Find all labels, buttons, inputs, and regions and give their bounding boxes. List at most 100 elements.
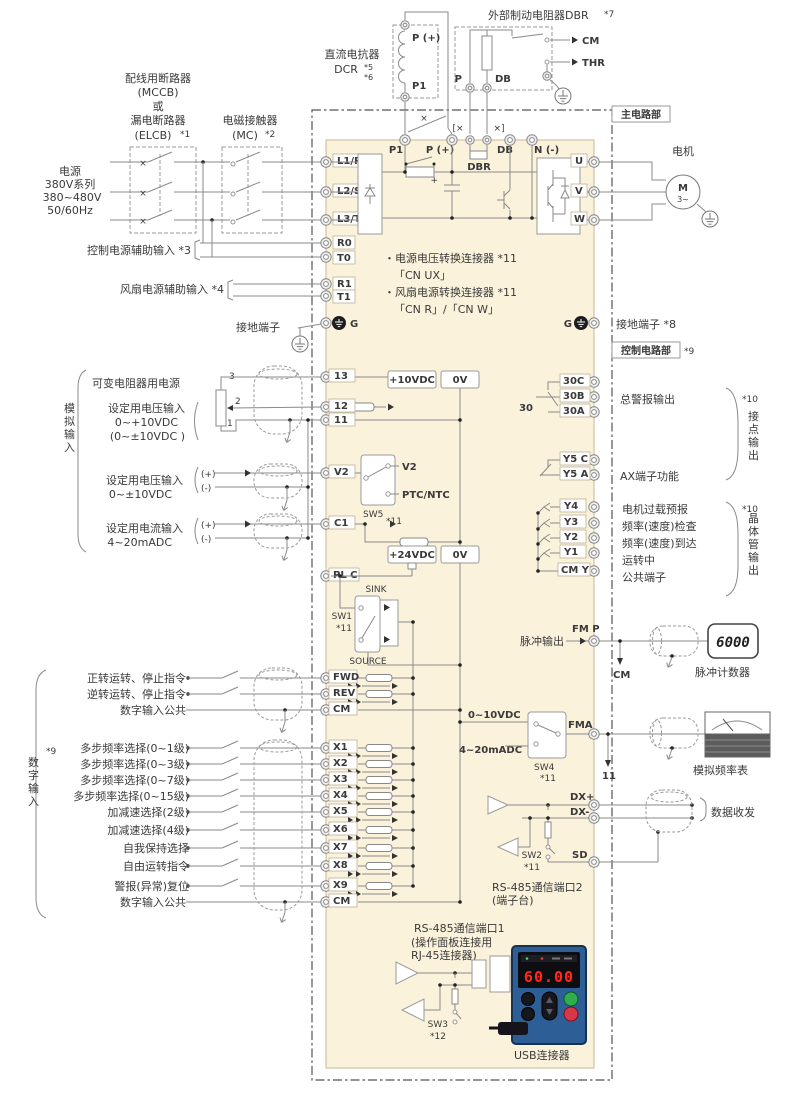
sink-source-wires: [331, 569, 460, 886]
terminal-x6: X6: [333, 824, 348, 835]
digital-section-label: 数字输入: [28, 756, 39, 808]
dbr-db-label: DB: [495, 74, 511, 85]
power-line1: 电源: [59, 164, 81, 178]
terminal-u: U: [575, 156, 583, 167]
label-x7: 自我保持选择: [123, 841, 189, 855]
terminal-g-left: G: [350, 319, 358, 330]
relay30-label: 30: [519, 403, 533, 414]
label-cm: 数字输入公共: [120, 703, 186, 717]
dcr-box: [392, 24, 439, 99]
jumper-cross: ×: [420, 114, 428, 124]
rs485-port2-block: SW2 *11 DX+ DX- SD RS-485通信端口2 (端子台) 数据收…: [487, 789, 755, 907]
contact-output-bracket: [725, 387, 739, 481]
fn1-label: 电机过载预报: [622, 502, 688, 516]
shield-cable: [253, 739, 303, 911]
rs485-1-title: RS-485通信端口1: [414, 922, 505, 935]
rs485-1-sub2: RJ-45连接器): [411, 949, 477, 962]
updown-rocker: [541, 991, 558, 1021]
terminal-r0: R0: [337, 238, 352, 249]
pulse-counter-label: 脉冲计数器: [695, 665, 750, 679]
rj45-jack-icon: [471, 959, 487, 989]
shield-cable: [649, 717, 699, 749]
usb-connector-label: USB连接器: [514, 1049, 570, 1062]
breaker-line5: (ELCB): [135, 129, 172, 142]
cm-wires: [186, 709, 460, 903]
c1-wires: [215, 523, 321, 539]
ground-left-wire: [297, 323, 322, 336]
data-bracket: [699, 797, 707, 822]
terminal-30b: 30B: [563, 391, 585, 402]
terminal-12: 12: [334, 401, 348, 412]
pulse-counter-display: [707, 623, 759, 659]
terminal-screw-icon: [400, 20, 410, 30]
main-unit-border: [311, 109, 613, 1081]
igbt-symbol: [547, 170, 569, 222]
relay30-contact: [536, 381, 560, 413]
terminal-cm: CM: [333, 704, 350, 715]
analog-meter: [704, 711, 771, 758]
brake-transistor: [497, 189, 511, 210]
breaker-box: [129, 146, 197, 234]
label-x8: 自由运转指令: [123, 859, 189, 873]
transistor-output-bracket: [725, 501, 739, 597]
supply-0v-1: 0V: [453, 375, 468, 386]
connector-note2: ・风扇电源转换连接器 *11: [384, 285, 517, 299]
termination-resistor: [451, 988, 459, 1005]
fma-output-block: 0~10VDC 4~20mADC SW4 *11 FMA 11 模拟频率表: [458, 710, 771, 784]
sw1-switch: [354, 595, 381, 653]
label-x6: 加减速选择(4级): [107, 823, 189, 837]
terminal-cmy: CM Y: [561, 565, 590, 576]
terminal-g-right: G: [564, 319, 572, 330]
shield-cable: [645, 789, 693, 833]
sw5-name: SW5: [363, 510, 383, 520]
contactor-line1: 电磁接触器: [223, 113, 278, 127]
braking-resistor-block: 外部制动电阻器DBR *7 CM THR P DB [× ×]: [452, 8, 614, 134]
aux-brackets: [194, 239, 234, 301]
dbr-mark-right: ×]: [493, 124, 504, 134]
dcr-note1: *5: [364, 63, 373, 72]
fn2-label: 频率(速度)检查: [622, 519, 697, 533]
ax-function-label: AX端子功能: [620, 469, 679, 483]
pot-power-label: 可变电阻器用电源: [92, 376, 180, 390]
main-circuit: P1 P (+) DB N (-) DBR L1/R L2/S L3/T R0 …: [320, 134, 719, 331]
breaker-note: *1: [180, 130, 190, 140]
curr-minus: (-): [201, 535, 211, 545]
terminal-x5: X5: [333, 806, 348, 817]
usb-plug-icon: [498, 1022, 528, 1035]
termination-resistor: [544, 821, 552, 839]
alarm-output-label: 总警报输出: [620, 392, 675, 406]
rs485-1-sub1: (操作面板连接用: [411, 935, 492, 949]
volt1-l2: 0~+10VDC: [115, 416, 178, 429]
terminal-30a: 30A: [563, 406, 585, 417]
ground-icon: [554, 87, 572, 105]
volt2-plus: (+): [201, 470, 216, 480]
terminal-y3: Y3: [563, 517, 578, 528]
volt2-minus: (-): [201, 484, 211, 494]
sw1-note: *11: [336, 624, 352, 634]
rs485-2-sub: (端子台): [492, 893, 534, 907]
terminal-x3: X3: [333, 774, 348, 785]
meter-label: 模拟频率表: [693, 763, 748, 777]
fn4-label: 运转中: [622, 553, 655, 567]
cm-arrow-icon: [572, 36, 578, 44]
func-button: [521, 1007, 535, 1021]
motor-label: 电机: [672, 144, 694, 158]
dbr-wires: [469, 29, 570, 90]
connector-note2b: 「CN R」/「CN W」: [394, 303, 499, 316]
sw1-source: SOURCE: [349, 657, 386, 667]
label-x4: 多步频率选择(0~15级): [73, 789, 189, 803]
sw4-range1: 0~10VDC: [468, 710, 521, 721]
keypad: 60.00: [489, 945, 587, 1045]
breaker-line4: 漏电断路器: [131, 113, 186, 127]
y5-contact: [539, 459, 560, 477]
potentiometer: [215, 389, 227, 427]
signal-arrow-icon: [245, 520, 251, 528]
terminal-x8: X8: [333, 860, 348, 871]
dbr-box: [454, 26, 553, 91]
dbr-p-label: P: [455, 74, 462, 85]
terminal-v: V: [575, 186, 583, 197]
contactor-pole-3: [230, 219, 236, 225]
rs485-port1-block: RS-485通信端口1 (操作面板连接用 RJ-45连接器) SW3 *12 6…: [395, 922, 587, 1062]
